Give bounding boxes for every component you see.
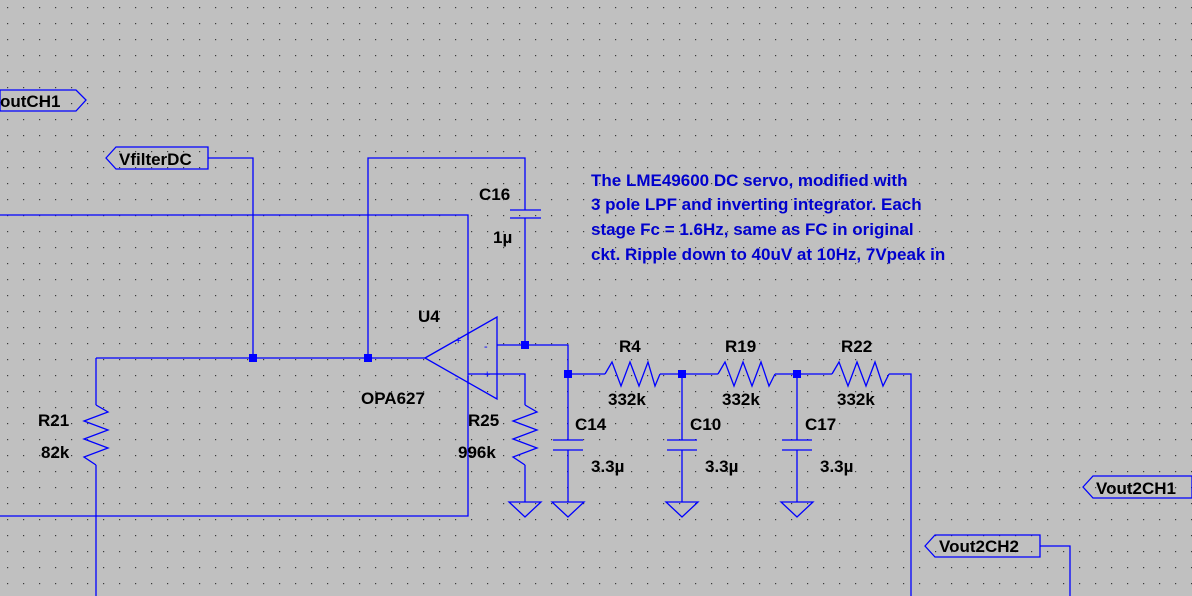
- net-label-vout2ch2[interactable]: Vout2CH2: [924, 534, 1041, 558]
- wire-r22-out[interactable]: [889, 373, 912, 596]
- svg-text:stage Fc = 1.6Hz, same as FC i: stage Fc = 1.6Hz, same as FC in original: [591, 220, 914, 239]
- capacitor-c16[interactable]: [510, 209, 541, 219]
- r25-value: 996k: [458, 443, 496, 462]
- capacitor-c10[interactable]: [667, 439, 697, 451]
- resistor-r25[interactable]: [511, 404, 539, 466]
- r4-ref: R4: [619, 337, 641, 356]
- wire-integrator-loop[interactable]: [367, 157, 526, 358]
- svg-text:The LME49600 DC servo, modifie: The LME49600 DC servo, modified with: [591, 171, 907, 190]
- c14-ref: C14: [575, 415, 607, 434]
- ground-r25-icon: [507, 501, 543, 518]
- resistor-r19[interactable]: [717, 360, 776, 388]
- c10-ref: C10: [690, 415, 721, 434]
- r19-value: 332k: [722, 390, 760, 409]
- c17-value: 3.3µ: [820, 457, 853, 476]
- r21-ref: R21: [38, 411, 69, 430]
- wire-left-feedback[interactable]: [0, 214, 469, 517]
- net-label-voutch1[interactable]: outCH1: [0, 89, 87, 112]
- r19-ref: R19: [725, 337, 756, 356]
- capacitor-c14[interactable]: [553, 439, 583, 451]
- junction-node: [793, 370, 801, 378]
- capacitor-c17[interactable]: [782, 439, 812, 451]
- svg-text:3 pole LPF and inverting integ: 3 pole LPF and inverting integrator. Eac…: [591, 195, 922, 214]
- junction-node: [364, 354, 372, 362]
- ground-c17-icon: [779, 501, 815, 518]
- net-label-vfilterdc[interactable]: VfilterDC: [105, 146, 209, 170]
- wires: [0, 157, 1071, 596]
- net-label-vout2ch1[interactable]: Vout2CH1: [1082, 475, 1192, 499]
- svg-text:+: +: [484, 369, 490, 381]
- r25-ref: R25: [468, 411, 499, 430]
- svg-text:-: -: [455, 373, 459, 385]
- resistor-r4[interactable]: [604, 359, 661, 388]
- wire-vfilterdc[interactable]: [208, 157, 254, 358]
- junction-node: [564, 370, 572, 378]
- resistor-r22[interactable]: [831, 360, 890, 388]
- r4-value: 332k: [608, 390, 646, 409]
- c16-value: 1µ: [493, 228, 512, 247]
- opamp-u4[interactable]: + - - +: [423, 315, 498, 401]
- junction-node: [678, 370, 686, 378]
- c17-ref: C17: [805, 415, 836, 434]
- wire-opamp-output[interactable]: [497, 344, 569, 374]
- c10-value: 3.3µ: [705, 457, 738, 476]
- svg-text:ckt. Ripple down to 40uV at 10: ckt. Ripple down to 40uV at 10Hz, 7Vpeak…: [591, 245, 945, 264]
- ground-c10-icon: [664, 501, 700, 518]
- svg-text:-: -: [484, 341, 488, 353]
- ground-c14-icon: [550, 501, 586, 518]
- svg-text:Vout2CH1: Vout2CH1: [1096, 479, 1176, 498]
- wire-plus-input[interactable]: [468, 373, 526, 405]
- r21-value: 82k: [41, 443, 70, 462]
- junction-nodes: [249, 341, 801, 378]
- svg-text:outCH1: outCH1: [0, 92, 60, 111]
- resistor-r21[interactable]: [82, 404, 110, 466]
- c16-ref: C16: [479, 185, 510, 204]
- svg-text:Vout2CH2: Vout2CH2: [939, 537, 1019, 556]
- junction-node: [521, 341, 529, 349]
- r22-ref: R22: [841, 337, 872, 356]
- schematic-comment[interactable]: The LME49600 DC servo, modified with 3 p…: [591, 171, 945, 264]
- r22-value: 332k: [837, 390, 875, 409]
- u4-ref: U4: [418, 307, 440, 326]
- c14-value: 3.3µ: [591, 457, 624, 476]
- wire-vout2ch2[interactable]: [1040, 545, 1071, 596]
- svg-text:VfilterDC: VfilterDC: [119, 150, 192, 169]
- svg-text:+: +: [455, 335, 461, 347]
- u4-value: OPA627: [361, 389, 425, 408]
- junction-node: [249, 354, 257, 362]
